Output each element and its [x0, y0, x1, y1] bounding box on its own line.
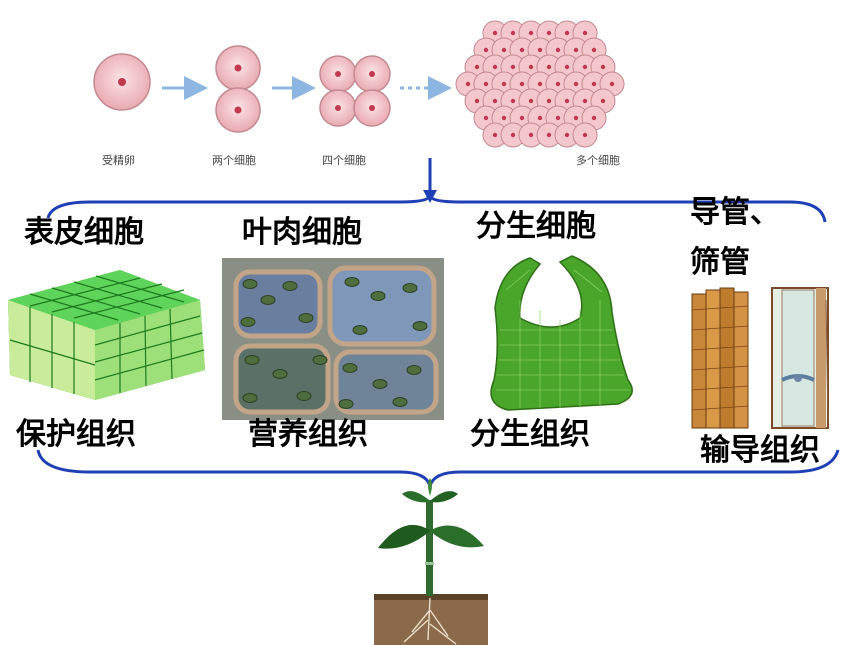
chloroplast [282, 281, 298, 291]
epidermal-cell-label: 表皮细胞 [24, 215, 144, 250]
chloroplast [242, 393, 258, 403]
cluster-cell-nucleus [582, 98, 588, 104]
cluster-cell-nucleus [501, 47, 507, 53]
cluster-cell-nucleus [591, 115, 597, 121]
cluster-cell-nucleus [600, 64, 606, 70]
cluster-cell-nucleus [564, 98, 570, 104]
cluster-cell-nucleus [555, 47, 561, 53]
cluster-cell-nucleus [537, 81, 543, 87]
cluster-cell-nucleus [564, 64, 570, 70]
chloroplast [402, 283, 418, 293]
cluster-cell-nucleus [546, 30, 552, 36]
nutritive-tissue-label: 营养组织 [248, 417, 368, 452]
meristem-cell-label: 分生细胞 [476, 209, 596, 244]
cluster-cell-nucleus [582, 30, 588, 36]
cluster-cell-nucleus [564, 132, 570, 138]
cluster-cell-nucleus [591, 47, 597, 53]
mesophyll-cell-label: 叶肉细胞 [242, 215, 362, 250]
cluster-cell-nucleus [483, 47, 489, 53]
cluster-cell-nucleus [546, 64, 552, 70]
cluster-cell-nucleus [555, 81, 561, 87]
chloroplast [370, 291, 386, 301]
vessel-sieve-tube-image [691, 287, 829, 429]
chloroplast [298, 313, 314, 323]
chloroplast [244, 355, 260, 365]
mesophyll-cells-image [222, 258, 444, 420]
cluster-cell-nucleus [510, 132, 516, 138]
cluster-cell-nucleus [483, 115, 489, 121]
cluster-cell-nucleus [519, 81, 525, 87]
cluster-cell-nucleus [465, 81, 471, 87]
cluster-cell-nucleus [510, 98, 516, 104]
cluster-cell-nucleus [537, 115, 543, 121]
top-bracket [46, 191, 827, 223]
chloroplast [260, 295, 276, 305]
chloroplast [240, 317, 256, 327]
cluster-cell-nucleus [582, 132, 588, 138]
cluster-cell-nucleus [573, 47, 579, 53]
cluster-cell-nucleus [564, 30, 570, 36]
seedling-image [374, 478, 488, 645]
cluster-cell-nucleus [582, 64, 588, 70]
cluster-cell-nucleus [519, 115, 525, 121]
epidermis-cells-image [8, 270, 205, 400]
zygote-cell [93, 53, 151, 111]
cluster-cell-nucleus [537, 47, 543, 53]
chloroplast [296, 391, 312, 401]
cluster-cell-nucleus [501, 81, 507, 87]
chloroplast [352, 325, 368, 335]
cluster-cell-nucleus [528, 64, 534, 70]
cluster-cell-nucleus [474, 64, 480, 70]
chloroplast [412, 321, 428, 331]
cluster-cell-nucleus [528, 98, 534, 104]
cluster-cell-nucleus [573, 115, 579, 121]
many-cells-label: 多个细胞 [576, 154, 620, 167]
zygote-label: 受精卵 [102, 154, 135, 167]
cluster-cell-nucleus [483, 81, 489, 87]
protective-tissue-label: 保护组织 [16, 417, 136, 452]
cluster-cell-nucleus [510, 30, 516, 36]
cluster-cell-nucleus [546, 132, 552, 138]
chloroplast [372, 379, 388, 389]
chloroplast [312, 355, 328, 365]
cluster-cell-nucleus [492, 132, 498, 138]
cluster-cell-nucleus [492, 30, 498, 36]
four-cells-label: 四个细胞 [322, 154, 366, 167]
cluster-cell-nucleus [474, 98, 480, 104]
chloroplast [272, 369, 288, 379]
chloroplast [242, 279, 258, 289]
four-cells [319, 55, 391, 127]
vessel-label-line1: 导管、 [690, 195, 780, 230]
cluster-cell-nucleus [528, 132, 534, 138]
cluster-cell-nucleus [591, 81, 597, 87]
chloroplast [406, 365, 422, 375]
sieve-tube-label-line2: 筛管 [690, 245, 750, 280]
many-cells [455, 20, 625, 148]
cluster-cell-nucleus [546, 98, 552, 104]
cluster-cell-nucleus [492, 64, 498, 70]
meristematic-tissue-label: 分生组织 [470, 417, 590, 452]
cluster-cell-nucleus [519, 47, 525, 53]
two-cells-label: 两个细胞 [212, 154, 256, 167]
cluster-cell-nucleus [573, 81, 579, 87]
cluster-cell-nucleus [501, 115, 507, 121]
cluster-cell-nucleus [609, 81, 615, 87]
cluster-cell-nucleus [528, 30, 534, 36]
meristem-cells-image [490, 255, 633, 411]
chloroplast [392, 397, 408, 407]
chloroplast [344, 277, 360, 287]
cluster-cell-nucleus [492, 98, 498, 104]
cluster-cell-nucleus [510, 64, 516, 70]
conducting-tissue-label: 输导组织 [700, 433, 820, 468]
chloroplast [338, 399, 354, 409]
two-cells [215, 45, 261, 133]
chloroplast [342, 363, 358, 373]
cluster-cell-nucleus [600, 98, 606, 104]
cluster-cell-nucleus [555, 115, 561, 121]
